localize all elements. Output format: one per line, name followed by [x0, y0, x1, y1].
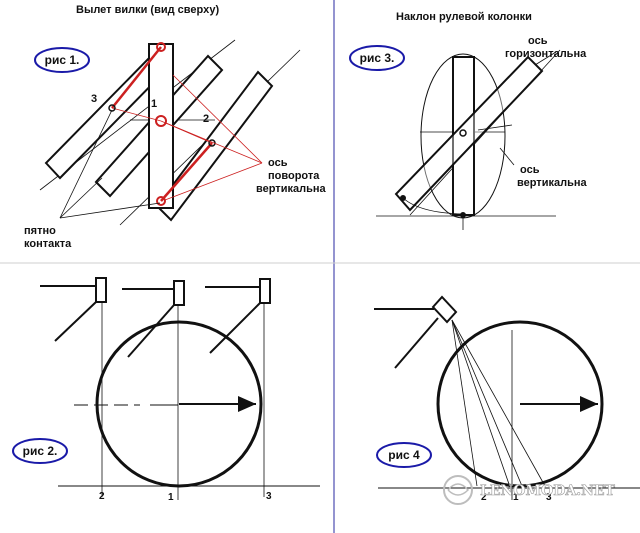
- svg-text:рис 4: рис 4: [388, 448, 420, 462]
- title-fork-offset: Вылет вилки (вид сверху): [76, 4, 219, 16]
- figure-badge-1: рис 1.: [34, 47, 90, 73]
- vertical-axis-label-line1: ось: [520, 164, 540, 176]
- fig4-axis-label-3: 3: [546, 492, 552, 503]
- watermark-logo-icon: [443, 475, 473, 505]
- figure-badge-2: рис 2.: [12, 438, 68, 464]
- fig4-axis-label-2: 2: [481, 492, 487, 503]
- title-column-tilt: Наклон рулевой колонки: [396, 11, 532, 23]
- watermark-text: LENOMODA.NET: [480, 483, 616, 499]
- watermark: LENOMODA.NET: [443, 475, 616, 505]
- fig1-number-3: 3: [91, 93, 97, 105]
- fig4-diagram: 2 1 3: [374, 295, 640, 503]
- horizontal-axis-label-line2: горизонтальна: [505, 48, 587, 60]
- svg-text:рис 1.: рис 1.: [45, 53, 80, 67]
- wheel-fig2: [95, 320, 263, 488]
- figure-badge-3: рис 3.: [349, 45, 405, 71]
- fig1-number-1: 1: [151, 98, 157, 110]
- steering-axis-label-line2: поворота: [268, 170, 320, 182]
- svg-text:рис 2.: рис 2.: [23, 444, 58, 458]
- fig1-number-2: 2: [203, 113, 209, 125]
- fig2-diagram: 2 1 3: [40, 277, 320, 503]
- fork-bar-right: [155, 70, 274, 222]
- wheel-fig4: [436, 320, 604, 488]
- svg-text:рис 3.: рис 3.: [360, 51, 395, 65]
- fig2-axis-label-3: 3: [266, 491, 272, 502]
- fig4-axis-label-1: 1: [513, 492, 519, 503]
- steering-axis-label-line1: ось: [268, 157, 288, 169]
- fig3-diagram: ось горизонтальна ось вертикальна: [376, 35, 587, 230]
- fig2-axis-label-1: 1: [168, 492, 174, 503]
- steering-axis-label-line3: вертикальна: [256, 183, 326, 195]
- red-markers: [108, 42, 263, 206]
- fig2-axis-label-2: 2: [99, 491, 105, 502]
- fig1-diagram: 3 1 2 пятно контакта ось поворота вертик…: [24, 39, 326, 250]
- contact-patch-label-line1: пятно: [24, 225, 56, 237]
- steering-column-tilted: [394, 55, 544, 212]
- vertical-axis-label-line2: вертикальна: [517, 177, 587, 189]
- figure-badge-4: рис 4: [376, 442, 432, 468]
- horizontal-axis-label-line1: ось: [528, 35, 548, 47]
- contact-patch-label-line2: контакта: [24, 238, 72, 250]
